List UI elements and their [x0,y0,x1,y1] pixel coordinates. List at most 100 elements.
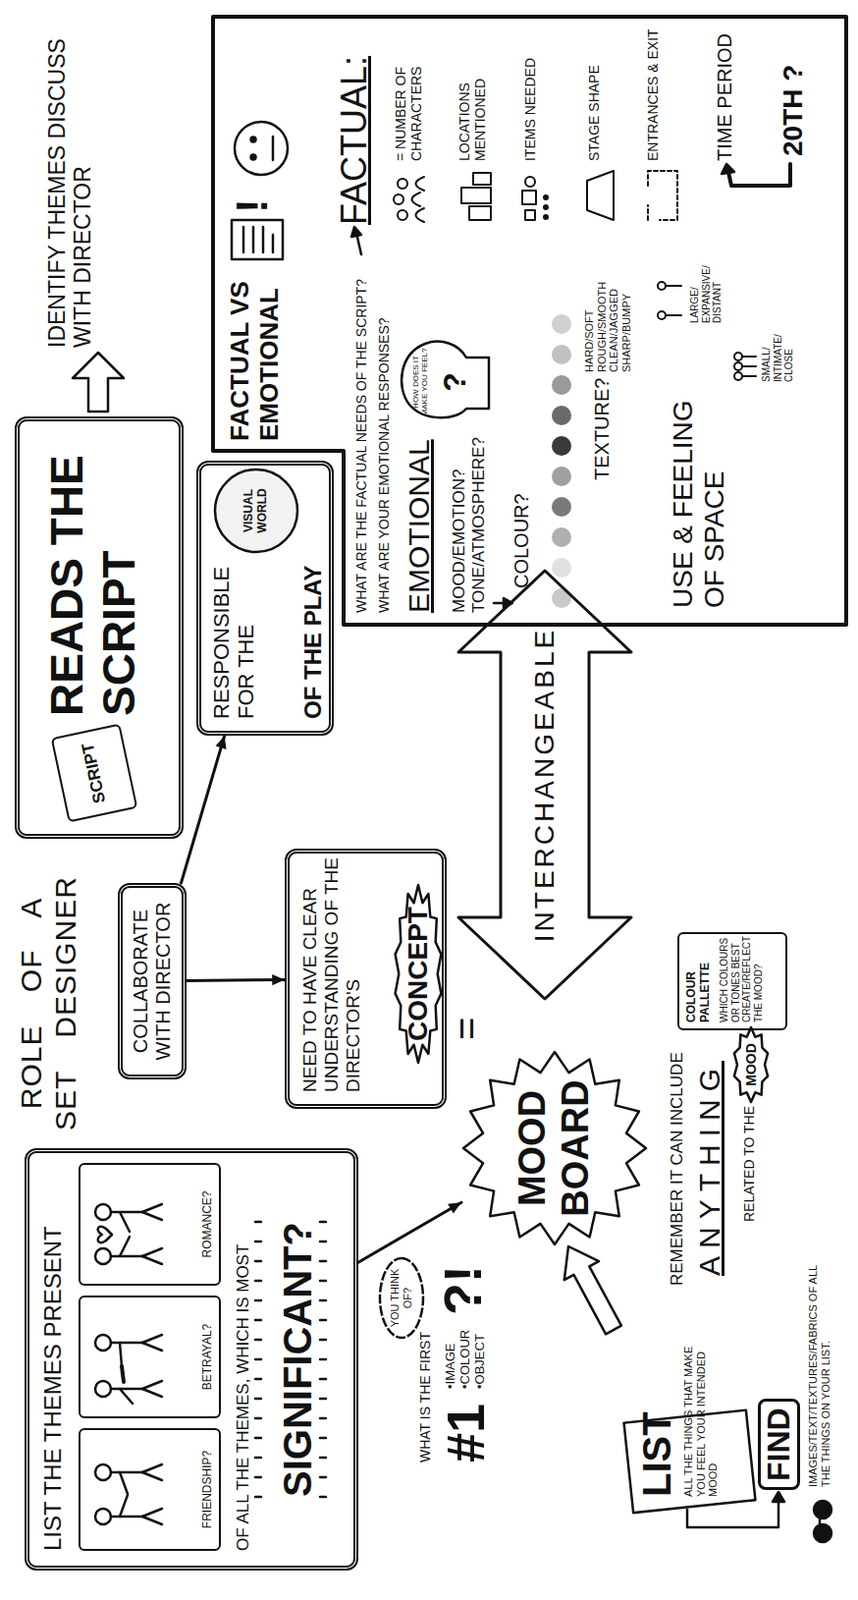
note-label: ! [227,198,278,214]
note-label: WHAT IS THE FIRST [417,1331,433,1462]
collaborate-band: COLLABORATE WITH DIRECTOR [117,882,187,1079]
burst-outline [463,1051,646,1244]
factual-icons [587,170,614,220]
people-icons [665,284,682,287]
node-text: FACTUAL VS EMOTIONAL [225,264,285,441]
note-label: USE & FEELING OF SPACE [667,372,731,608]
people-icons [742,365,756,368]
people-icons [657,311,666,320]
factual-icons [461,187,491,204]
note-label: LIST [634,1410,680,1497]
node-text: WHICH COLOURS OR TONES BEST CREATE/REFLE… [718,935,764,1022]
people-icons [742,355,756,358]
arrow-head [447,1201,462,1213]
script-icon [231,219,283,260]
note-label: MOOD/EMOTION? TONE/ATMOSPHERE? [449,426,488,613]
factual-icons [461,170,678,220]
factual-icons [525,176,536,187]
note-label: FACTUAL: [333,55,375,225]
people-icons [393,194,404,205]
stick-figures [142,1515,162,1524]
stick-figures [110,1210,143,1214]
stick-figures [142,1471,162,1480]
node-text: WHAT ARE THE FACTUAL NEEDS OF THE SCRIPT… [353,259,370,613]
neutral-face [234,121,288,175]
node-text: BETRAYAL? [201,1323,215,1391]
factual-icons [543,205,548,210]
arrow-head [271,973,285,985]
factual-icons [543,195,548,200]
note-label: RELATED TO THE [741,1105,757,1222]
node-text: NEED TO HAVE CLEAR UNDERSTANDING OF THE … [299,856,365,1092]
factual-icons [522,190,537,205]
stick-figures [95,1203,111,1220]
node-text: INTERCHANGEABLE [529,627,561,942]
node-text: MOOD [743,1042,759,1086]
neutral-face [234,121,288,175]
glasses-icon [813,1500,832,1542]
note-label: FIND [757,1397,801,1490]
colour-swatches [551,314,572,608]
people-icons [742,375,756,377]
hollow-arrow [72,352,124,412]
stick-figures [110,1340,143,1344]
node-text: CONCEPT [402,906,434,1041]
connector-line [186,978,285,980]
head-shape: HOW DOES IT MAKE YOU FEEL?? [397,337,491,427]
script-icon [231,219,283,260]
node-text: COLOUR PALLETTE [685,935,713,1022]
stick-figures [95,1380,111,1396]
node-text: MOOD BOARD [511,1055,597,1240]
stick-figures [110,1514,143,1518]
node-text: WHAT ARE YOUR EMOTIONAL RESPONSES? [375,259,392,613]
note-label: ITEMS NEEDED [522,23,538,161]
node-text: SIGNIFICANT? [274,1172,321,1497]
note-label: REMEMBER IT CAN INCLUDE [667,1034,688,1286]
hollow-arrow [72,352,124,412]
connector-arrow [358,1201,462,1262]
glasses-icon [813,1523,832,1542]
people-icons [657,281,666,290]
responsibility-box: RESPONSIBLE FOR THE OF THE PLAY VISUAL WOR… [196,460,334,736]
node-text: OF THE PLAY [299,463,327,719]
burst-outline [734,1026,768,1102]
node-text: OF ALL THE THEMES, WHICH IS MOST [233,1157,254,1551]
note-label: ENTRANCES & EXIT [644,23,661,161]
stick-figures [142,1380,162,1389]
connector-arrow [186,973,285,985]
stick-figures [142,1247,162,1256]
note-label: TEXTURE? [590,377,614,481]
colour-swatches [551,344,572,365]
stick-figures [119,1341,122,1366]
concept-burst: CONCEPT [392,882,444,1065]
people-icons [665,314,682,317]
pointer-arrow [351,226,362,237]
arrow-head [215,735,227,750]
node-text: RESPONSIBLE FOR THE [209,556,260,719]
node-text: LIST THE THEMES PRESENT [39,1157,67,1551]
globe-circle: VISUAL WORLD [213,467,300,554]
pointer-arrow [728,163,791,186]
hollow-arrow [564,1245,622,1334]
stick-figures [110,1254,143,1258]
stick-figures [121,1365,124,1382]
node-text: READS THE SCRIPT [41,421,146,716]
stick-figures [110,1387,143,1391]
note-label: IDENTIFY THEMES DISCUSS WITH DIRECTOR [44,8,97,348]
script-paper: SCRIPT [51,722,139,822]
neutral-face [251,155,257,161]
colour-swatches [551,466,572,486]
stick-figures [142,1463,162,1472]
list-paper [772,1491,785,1502]
neutral-face [251,137,257,143]
node-text: HOW DOES IT MAKE YOU FEEL? [411,347,429,417]
node-text: VISUAL WORLD [242,473,270,548]
people-icons [734,372,743,380]
factual-icons [543,214,548,219]
note-label: •IMAGE •COLOUR •OBJECT [443,1314,488,1389]
factual-icons [469,206,491,220]
stick-figures [142,1507,162,1516]
note-label: SMALL/ INTIMATE/ CLOSE [760,313,796,382]
node-text: ROMANCE? [201,1190,215,1258]
